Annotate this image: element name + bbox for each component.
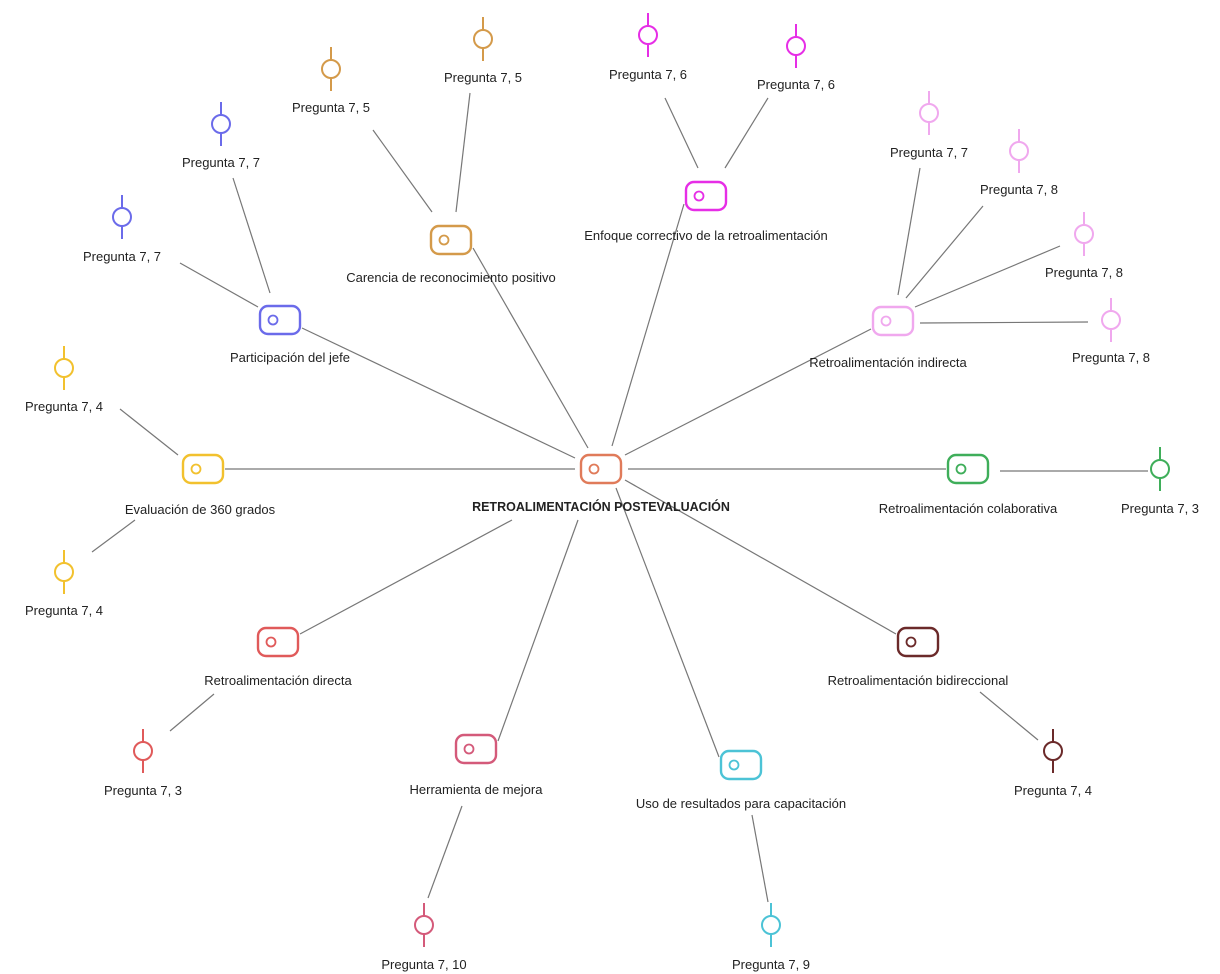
code-icon-carencia[interactable] <box>429 224 473 256</box>
quotation-label-evaluacion-1: Pregunta 7, 4 <box>25 603 103 618</box>
code-label-uso: Uso de resultados para capacitación <box>636 796 846 811</box>
nodes-layer: RETROALIMENTACIÓN POSTEVALUACIÓN Evaluaci… <box>25 13 1199 972</box>
edge-quotation-uso-0 <box>751 814 769 903</box>
code-label-evaluacion: Evaluación de 360 grados <box>125 502 276 517</box>
root-code-icon[interactable] <box>579 453 623 485</box>
quotation-icon-uso-0[interactable] <box>761 903 781 947</box>
quotation-icon-directa-0[interactable] <box>133 729 153 773</box>
quotation-icon-enfoque-0[interactable] <box>638 13 658 57</box>
quotation-label-indirecta-0: Pregunta 7, 7 <box>890 145 968 160</box>
edge-quotation-directa-0 <box>169 693 215 732</box>
code-label-bidireccional: Retroalimentación bidireccional <box>828 673 1009 688</box>
code-icon-evaluacion[interactable] <box>181 453 225 485</box>
code-icon-participacion[interactable] <box>258 304 302 336</box>
quotation-icon-evaluacion-0[interactable] <box>54 346 74 390</box>
edge-root-bidireccional <box>624 479 897 635</box>
quotation-label-herramienta-0: Pregunta 7, 10 <box>381 957 466 972</box>
quotation-icon-carencia-1[interactable] <box>473 17 493 61</box>
quotation-icon-enfoque-1[interactable] <box>786 24 806 68</box>
code-icon-indirecta[interactable] <box>871 305 915 337</box>
edge-quotation-bidireccional-0 <box>979 691 1039 741</box>
code-icon-enfoque[interactable] <box>684 180 728 212</box>
quotation-label-participacion-1: Pregunta 7, 7 <box>83 249 161 264</box>
quotation-label-colaborativa-0: Pregunta 7, 3 <box>1121 501 1199 516</box>
quotation-icon-evaluacion-1[interactable] <box>54 550 74 594</box>
edge-root-enfoque <box>611 203 685 447</box>
edge-quotation-enfoque-0 <box>664 97 699 169</box>
edge-root-directa <box>299 519 513 635</box>
edges-layer <box>91 92 1148 903</box>
code-label-indirecta: Retroalimentación indirecta <box>809 355 967 370</box>
edge-quotation-carencia-0 <box>372 129 433 213</box>
code-icon-colaborativa[interactable] <box>946 453 990 485</box>
edge-root-uso <box>615 487 720 758</box>
quotation-label-bidireccional-0: Pregunta 7, 4 <box>1014 783 1092 798</box>
root-label: RETROALIMENTACIÓN POSTEVALUACIÓN <box>472 499 730 514</box>
edge-root-indirecta <box>624 328 872 456</box>
edge-quotation-evaluacion-1 <box>91 519 136 553</box>
edge-root-carencia <box>472 247 589 449</box>
edge-root-herramienta <box>497 519 579 742</box>
code-icon-bidireccional[interactable] <box>896 626 940 658</box>
edge-quotation-enfoque-1 <box>724 97 769 169</box>
edge-quotation-evaluacion-0 <box>119 408 179 456</box>
edge-quotation-participacion-0 <box>232 177 271 294</box>
quotation-label-participacion-0: Pregunta 7, 7 <box>182 155 260 170</box>
code-icon-herramienta[interactable] <box>454 733 498 765</box>
quotation-icon-indirecta-2[interactable] <box>1074 212 1094 256</box>
quotation-label-indirecta-1: Pregunta 7, 8 <box>980 182 1058 197</box>
code-label-participacion: Participación del jefe <box>230 350 350 365</box>
code-label-carencia: Carencia de reconocimiento positivo <box>346 270 556 285</box>
quotation-icon-colaborativa-0[interactable] <box>1150 447 1170 491</box>
edge-quotation-carencia-1 <box>455 92 471 213</box>
quotation-icon-indirecta-0[interactable] <box>919 91 939 135</box>
quotation-label-enfoque-0: Pregunta 7, 6 <box>609 67 687 82</box>
quotation-label-carencia-1: Pregunta 7, 5 <box>444 70 522 85</box>
quotation-icon-indirecta-3[interactable] <box>1101 298 1121 342</box>
edge-quotation-herramienta-0 <box>427 805 463 899</box>
code-label-directa: Retroalimentación directa <box>204 673 352 688</box>
code-icon-directa[interactable] <box>256 626 300 658</box>
edge-quotation-indirecta-0 <box>897 167 921 296</box>
quotation-icon-participacion-0[interactable] <box>211 102 231 146</box>
quotation-label-indirecta-2: Pregunta 7, 8 <box>1045 265 1123 280</box>
edge-quotation-indirecta-2 <box>914 245 1061 308</box>
quotation-icon-participacion-1[interactable] <box>112 195 132 239</box>
quotation-icon-carencia-0[interactable] <box>321 47 341 91</box>
quotation-label-indirecta-3: Pregunta 7, 8 <box>1072 350 1150 365</box>
quotation-label-uso-0: Pregunta 7, 9 <box>732 957 810 972</box>
edge-quotation-indirecta-3 <box>919 321 1089 324</box>
code-icon-uso[interactable] <box>719 749 763 781</box>
code-label-herramienta: Herramienta de mejora <box>410 782 544 797</box>
quotation-icon-indirecta-1[interactable] <box>1009 129 1029 173</box>
quotation-label-directa-0: Pregunta 7, 3 <box>104 783 182 798</box>
edge-quotation-indirecta-1 <box>905 205 984 299</box>
code-label-enfoque: Enfoque correctivo de la retroalimentaci… <box>584 228 828 243</box>
quotation-label-carencia-0: Pregunta 7, 5 <box>292 100 370 115</box>
quotation-label-enfoque-1: Pregunta 7, 6 <box>757 77 835 92</box>
quotation-icon-bidireccional-0[interactable] <box>1043 729 1063 773</box>
edge-root-participacion <box>301 327 576 459</box>
quotation-label-evaluacion-0: Pregunta 7, 4 <box>25 399 103 414</box>
edge-quotation-participacion-1 <box>179 262 259 308</box>
quotation-icon-herramienta-0[interactable] <box>414 903 434 947</box>
code-label-colaborativa: Retroalimentación colaborativa <box>879 501 1058 516</box>
